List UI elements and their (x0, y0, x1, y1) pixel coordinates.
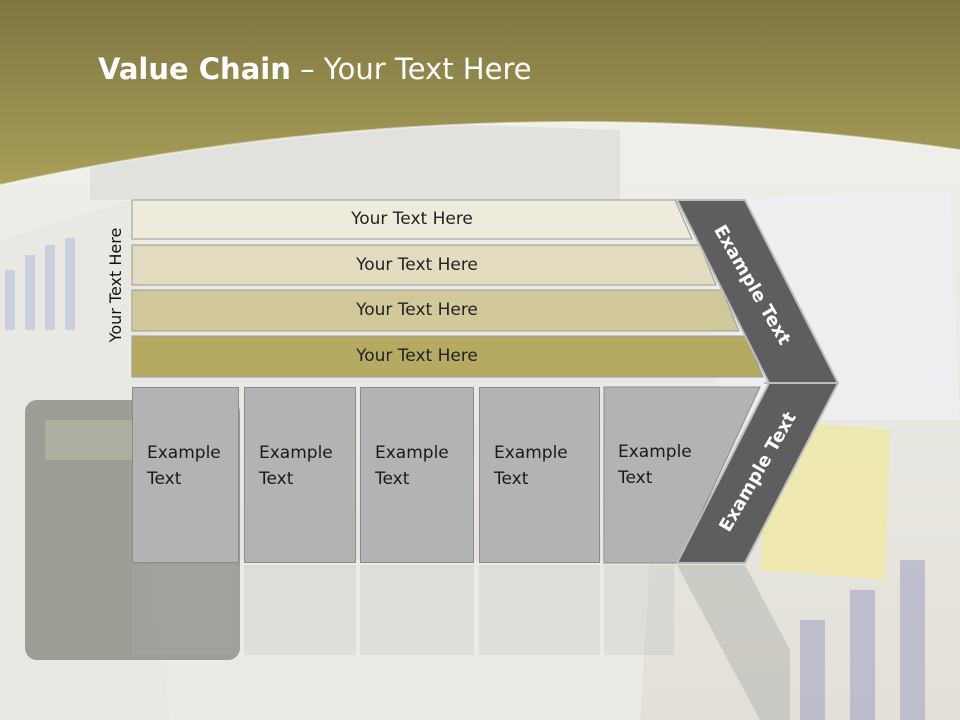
column-4[interactable]: Example Text (479, 387, 600, 563)
bar-4[interactable]: Your Text Here (132, 337, 702, 375)
bar-2-shape (131, 244, 717, 286)
chevron-arrow (675, 199, 840, 564)
column-5[interactable]: Example Text (604, 387, 724, 563)
page-title: Value Chain – Your Text Here (98, 52, 532, 86)
bar-3[interactable]: Your Text Here (132, 291, 702, 329)
header-band (0, 0, 960, 185)
bar-1-label: Your Text Here (351, 209, 473, 229)
bar-4-shape (131, 335, 764, 378)
chart-bars-decor (5, 238, 75, 330)
title-bold: Value Chain (98, 52, 291, 86)
title-rest: – Your Text Here (290, 52, 532, 86)
column-4-text: Example Text (494, 443, 568, 489)
chart-bars-decor (800, 560, 925, 720)
column-3[interactable]: Example Text (360, 387, 474, 563)
bar-3-label: Your Text Here (356, 300, 478, 320)
column-2[interactable]: Example Text (244, 387, 356, 563)
column-5-text: Example Text (618, 442, 692, 488)
paper-shape (150, 560, 650, 720)
column-1-text: Example Text (147, 443, 221, 489)
bar-1-shape (131, 199, 693, 240)
column-1[interactable]: Example Text (132, 387, 239, 563)
bar-3-shape (131, 289, 740, 332)
column-2-text: Example Text (259, 443, 333, 489)
bar-1[interactable]: Your Text Here (132, 200, 692, 238)
column-3-text: Example Text (375, 443, 449, 489)
bar-4-label: Your Text Here (356, 346, 478, 366)
bar-2-label: Your Text Here (356, 255, 478, 275)
column-reflections (132, 565, 674, 655)
bar-2[interactable]: Your Text Here (132, 246, 702, 284)
